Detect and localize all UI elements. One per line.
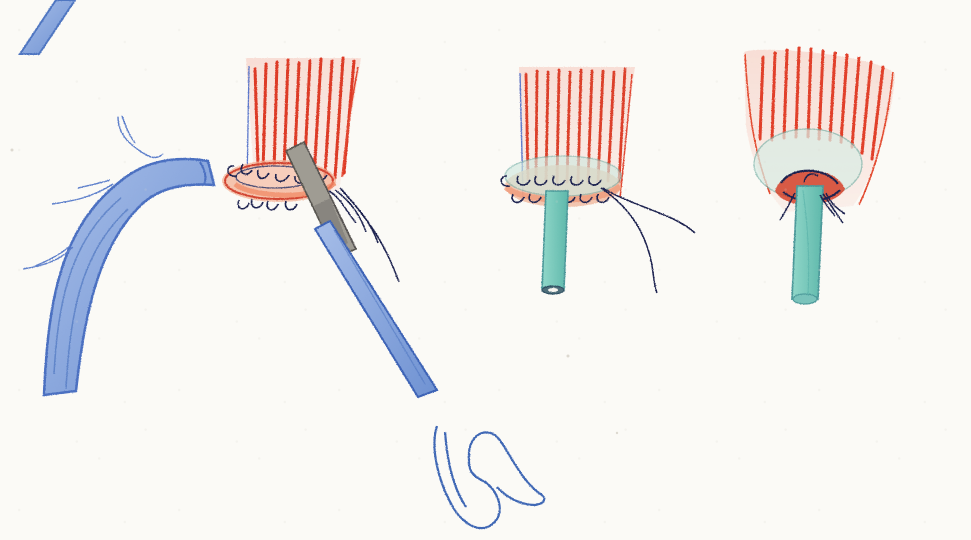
stent-tube-2 [542, 191, 568, 294]
stent-tube-3 [792, 186, 823, 304]
